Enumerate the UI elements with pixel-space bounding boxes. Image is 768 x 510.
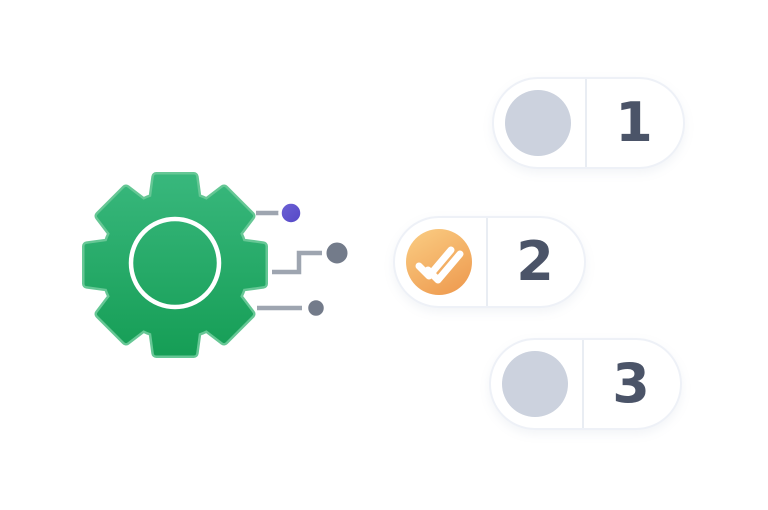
gear-body [84,174,266,356]
step-pill-1: 1 [492,77,685,169]
step-number: 3 [612,352,650,415]
purple-dot-icon [278,200,304,226]
connector-line-middle [272,250,322,275]
gear-icon [75,165,275,365]
gray-dot-bottom-icon [304,296,328,320]
gear-svg [82,172,268,358]
pill-divider [486,218,488,306]
gear-inner-ring [128,216,222,310]
step-number: 2 [516,230,554,293]
gray-dot-middle-icon [322,238,352,268]
double-check-badge [406,229,472,295]
double-check-icon [415,246,464,284]
empty-circle-icon [505,90,571,156]
pill-divider [582,340,584,428]
step-pill-2: 2 [393,216,586,308]
pill-divider [585,79,587,167]
connectors [256,200,352,320]
empty-circle-icon [502,351,568,417]
step-number: 1 [615,91,653,154]
step-pill-3: 3 [489,338,682,430]
